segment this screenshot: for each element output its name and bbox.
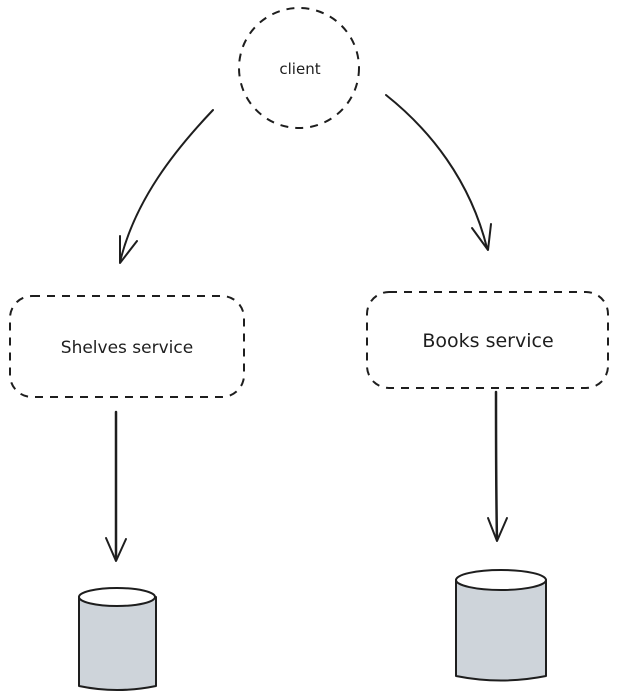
arrow-client-to-books [385,94,492,251]
arrow-client-to-shelves-head [119,235,138,264]
books-database-body [455,579,547,682]
arrow-client-to-books-line [385,94,488,249]
books-database-top [455,569,547,591]
books-service-label: Books service [422,330,553,352]
books-service-box [366,291,609,389]
books-service-node[interactable]: Books service [366,291,609,389]
arrow-books-to-database-head [487,517,508,542]
arrow-client-to-shelves-line [119,109,214,263]
arrow-shelves-to-database-head [105,537,127,562]
arrow-shelves-to-database [105,410,127,562]
shelves-service-node[interactable]: Shelves service [9,295,245,398]
client-node-label: client [279,60,320,78]
arrow-client-to-books-head [471,223,492,251]
arrow-client-to-shelves [119,109,214,264]
shelves-service-label: Shelves service [61,338,193,358]
client-node-shape [238,7,360,129]
shelves-database-body [78,596,157,691]
books-database-icon [455,569,547,682]
arrow-books-to-database-line [494,390,499,542]
client-node[interactable]: client [238,7,360,129]
arrow-books-to-database [487,390,508,542]
shelves-service-box [9,295,245,398]
shelves-database-top [78,587,156,607]
shelves-database-icon [78,587,157,691]
